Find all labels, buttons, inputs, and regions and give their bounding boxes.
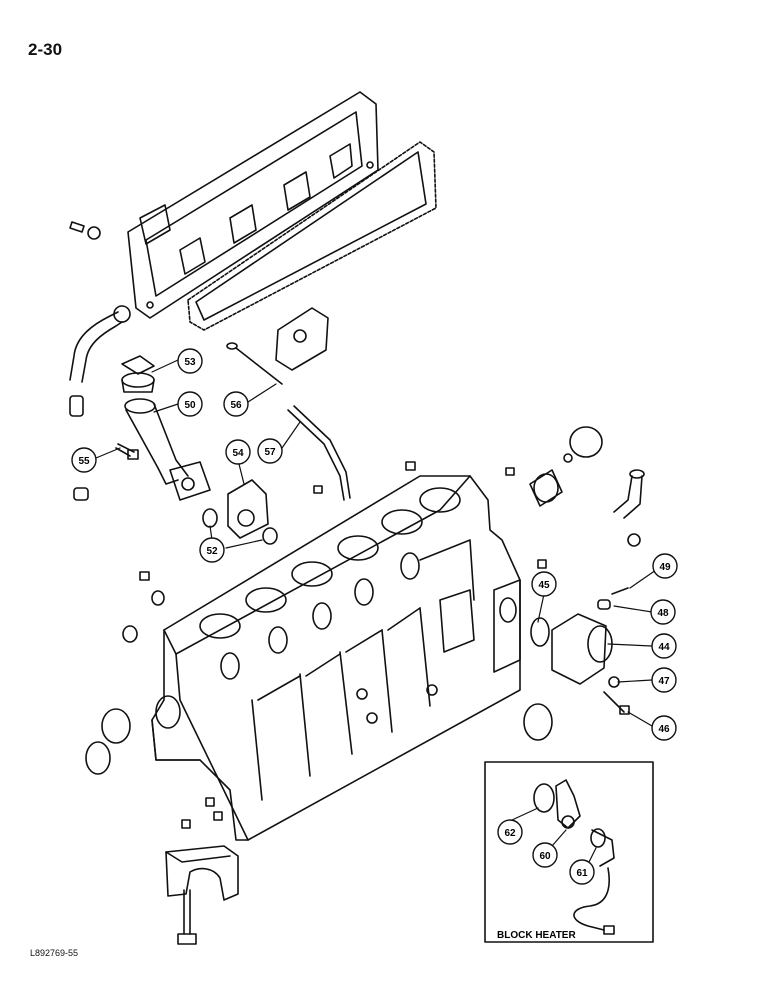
callout-50: 50 (177, 391, 203, 417)
small-fittings (73, 453, 641, 829)
svg-text:47: 47 (658, 676, 670, 687)
dipstick (226, 342, 351, 501)
cover-bolt (69, 221, 101, 240)
svg-text:60: 60 (539, 851, 551, 862)
callout-53: 53 (177, 348, 203, 374)
cylinder-block (151, 475, 521, 841)
svg-text:50: 50 (184, 400, 196, 411)
adapter-block (202, 479, 278, 545)
callout-52-lower: 52 (199, 537, 225, 563)
tube-bolt (115, 443, 139, 460)
callout-48: 48 (650, 599, 676, 625)
oil-filler-cap (121, 355, 155, 393)
callout-60: 60 (532, 842, 558, 868)
svg-text:53: 53 (184, 357, 196, 368)
svg-text:52: 52 (206, 546, 218, 557)
callout-56: 56 (223, 391, 249, 417)
breather-plate (275, 307, 329, 371)
svg-text:55: 55 (78, 456, 90, 467)
callouts: 53 50 56 55 54 57 52 45 49 48 44 47 46 6… (71, 348, 678, 885)
callout-57: 57 (257, 438, 283, 464)
rear-seal (523, 703, 553, 741)
cover-gasket (187, 141, 437, 331)
callout-44: 44 (651, 633, 677, 659)
callout-55: 55 (71, 447, 97, 473)
block-heater (533, 779, 615, 935)
inset-caption: BLOCK HEATER (497, 930, 576, 941)
svg-text:61: 61 (576, 868, 588, 879)
svg-text:57: 57 (264, 447, 276, 458)
callout-54: 54 (225, 439, 251, 465)
callout-61: 61 (569, 859, 595, 885)
svg-text:62: 62 (504, 828, 516, 839)
callout-47: 47 (651, 667, 677, 693)
svg-text:49: 49 (659, 562, 671, 573)
water-outlet-tube (613, 469, 645, 519)
inset-frame (484, 761, 654, 943)
callout-49: 49 (652, 553, 678, 579)
svg-text:44: 44 (658, 642, 670, 653)
expansion-plugs-left (85, 708, 131, 775)
oil-filler-tube (124, 398, 211, 501)
svg-text:56: 56 (230, 400, 242, 411)
svg-text:45: 45 (538, 580, 550, 591)
housing-fasteners (597, 587, 630, 715)
page-number: 2-30 (28, 40, 63, 59)
figure-id: L892769-55 (30, 948, 79, 958)
cam-bushing (529, 426, 603, 507)
svg-text:54: 54 (232, 448, 244, 459)
bearing-cap (165, 845, 239, 901)
callout-62: 62 (497, 819, 523, 845)
callout-46: 46 (651, 715, 677, 741)
callout-45: 45 (531, 571, 557, 597)
svg-text:48: 48 (657, 608, 669, 619)
svg-text:46: 46 (658, 724, 670, 735)
breather-hose (69, 305, 131, 417)
thermostat-housing (530, 613, 613, 685)
bearing-cap-bolt (177, 889, 197, 945)
